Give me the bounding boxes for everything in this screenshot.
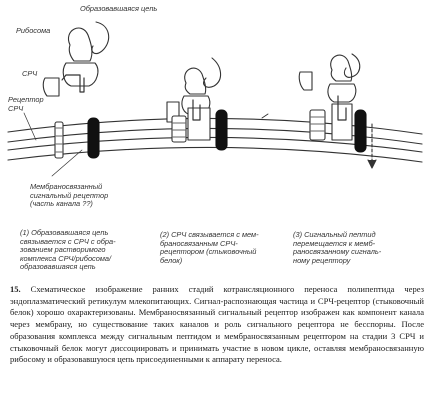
caption-number: 15. (10, 284, 21, 294)
stage1-membrane-proteins (54, 117, 100, 159)
ribosome-small-subunit (62, 62, 99, 87)
srp-receptor-leader (23, 112, 37, 141)
caption-text: Схематическое изображение ранних стадий … (10, 284, 424, 365)
stage2-docked-complex (166, 57, 228, 151)
stage3-complex (298, 53, 377, 169)
figure-caption: 15. Схематическое изображение ранних ста… (10, 284, 424, 366)
membrane-receptor-label: Мембраносвязанный сигнальный рецептор (ч… (30, 182, 109, 209)
srp-label: СРЧ (22, 69, 38, 78)
soluble-ribosome-complex (42, 21, 110, 97)
nascent-chain-line (91, 21, 110, 55)
translocation-diagram (7, 21, 423, 177)
nascent-chain-label: Образовавшаяся цепь (80, 4, 158, 13)
stage-3-description: (3) Сигнальный пептид перемещается к мем… (293, 230, 382, 265)
srp-particle (42, 77, 60, 97)
stage-1-description: (1) Образовавшаяся цепь связывается с СР… (20, 228, 116, 272)
signal-peptide (65, 74, 85, 93)
stage-2-description: (2) СРЧ связывается с мем- браносвязанны… (160, 230, 259, 265)
membrane-receptor-leader (51, 149, 83, 177)
srp-receptor-label: Рецептор СРЧ (8, 95, 44, 113)
ribosome-label: Рибосома (16, 26, 51, 35)
ribosome-large-subunit (67, 27, 93, 62)
